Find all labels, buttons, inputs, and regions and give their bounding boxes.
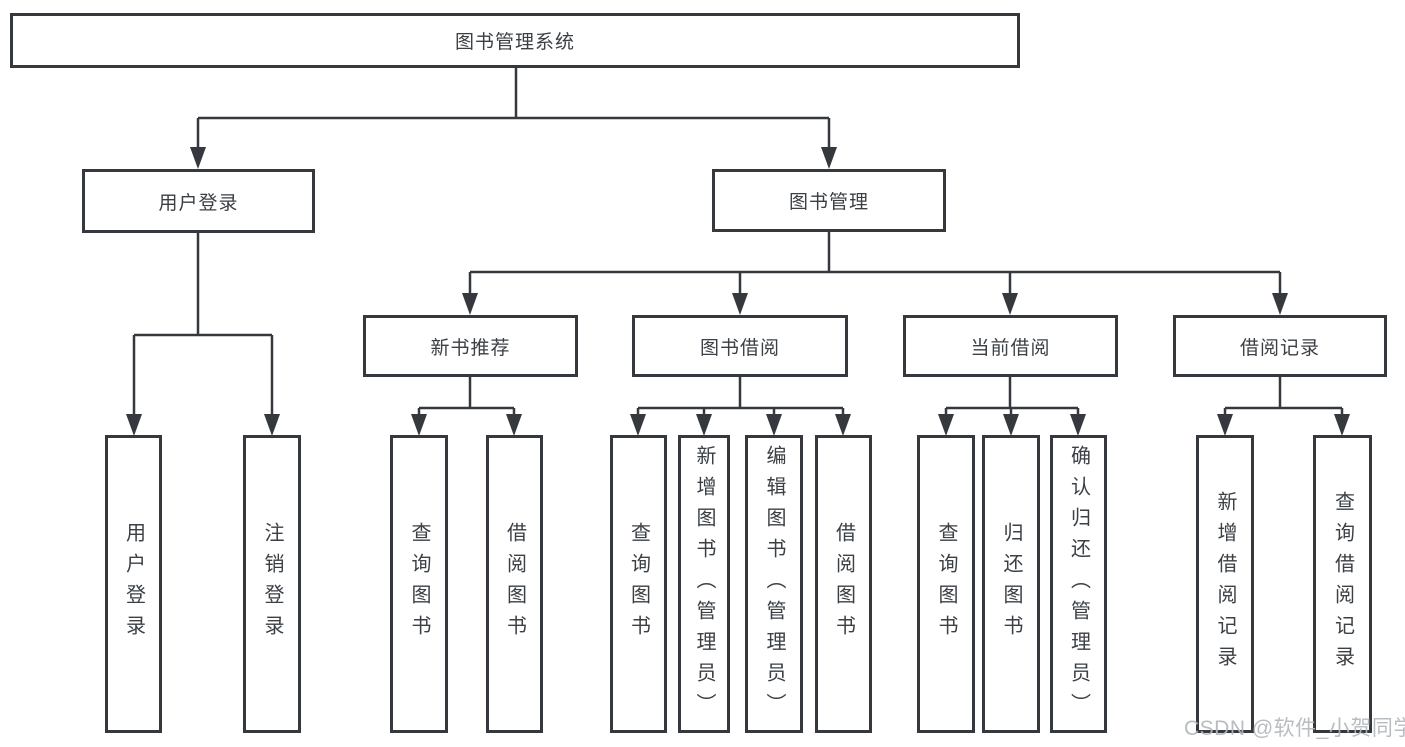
leaf-edit-book-admin-label: 编辑图书（管理员） xyxy=(763,444,785,724)
node-current-borrow-label: 当前借阅 xyxy=(970,337,1051,359)
node-root-label: 图书管理系统 xyxy=(454,32,575,53)
node-root: 图书管理系统 xyxy=(10,13,1020,68)
node-user-login: 用户登录 xyxy=(82,169,315,233)
node-new-book-recommend-label: 新书推荐 xyxy=(430,337,511,359)
leaf-confirm-return-admin-label: 确认归还（管理员） xyxy=(1067,444,1090,724)
arrowheads xyxy=(126,147,1350,436)
leaf-query-books-current-label: 查询图书 xyxy=(935,522,957,646)
leaf-logout-label: 注销登录 xyxy=(261,522,283,646)
leaf-logout: 注销登录 xyxy=(243,435,301,733)
node-borrow-records: 借阅记录 xyxy=(1173,315,1387,377)
node-current-borrow: 当前借阅 xyxy=(903,315,1118,377)
leaf-return-book: 归还图书 xyxy=(982,435,1040,733)
leaf-query-books-borrow: 查询图书 xyxy=(610,435,667,733)
node-book-management-label: 图书管理 xyxy=(788,192,869,213)
node-book-borrow: 图书借阅 xyxy=(632,315,848,377)
leaf-user-login-label: 用户登录 xyxy=(122,522,145,646)
leaf-query-books-recommend: 查询图书 xyxy=(390,435,448,733)
leaf-borrow-books-label: 借阅图书 xyxy=(832,522,855,646)
leaf-edit-book-admin: 编辑图书（管理员） xyxy=(745,435,803,733)
leaf-query-books-recommend-label: 查询图书 xyxy=(408,522,430,646)
node-new-book-recommend: 新书推荐 xyxy=(363,315,578,377)
leaf-borrow-books-recommend-label: 借阅图书 xyxy=(503,522,526,646)
leaf-confirm-return-admin: 确认归还（管理员） xyxy=(1050,435,1107,733)
leaf-borrow-books-recommend: 借阅图书 xyxy=(486,435,543,733)
node-book-borrow-label: 图书借阅 xyxy=(699,337,780,359)
leaf-add-borrow-record-label: 新增借阅记录 xyxy=(1214,491,1236,677)
leaf-query-books-borrow-label: 查询图书 xyxy=(627,522,650,646)
csdn-watermark: CSDN @软件_小贺同学 xyxy=(1184,717,1405,740)
leaf-add-borrow-record: 新增借阅记录 xyxy=(1196,435,1254,733)
node-user-login-label: 用户登录 xyxy=(158,192,239,214)
leaf-borrow-books: 借阅图书 xyxy=(815,435,872,733)
node-book-management: 图书管理 xyxy=(712,169,946,232)
leaf-query-borrow-record-label: 查询借阅记录 xyxy=(1331,491,1354,677)
leaf-user-login: 用户登录 xyxy=(105,435,162,733)
leaf-query-books-current: 查询图书 xyxy=(917,435,975,733)
leaf-return-book-label: 归还图书 xyxy=(1000,522,1022,646)
leaf-add-book-admin: 新增图书（管理员） xyxy=(678,435,730,733)
leaf-query-borrow-record: 查询借阅记录 xyxy=(1313,435,1372,733)
node-borrow-records-label: 借阅记录 xyxy=(1239,337,1320,359)
leaf-add-book-admin-label: 新增图书（管理员） xyxy=(693,444,715,724)
